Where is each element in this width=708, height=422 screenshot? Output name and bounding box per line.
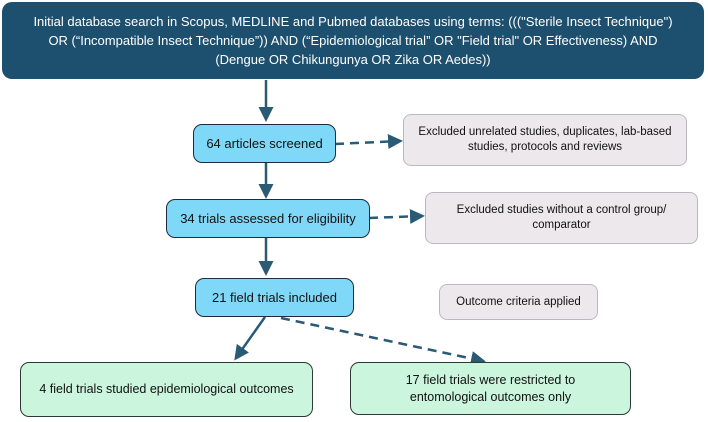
outcome-box-entomological: 17 field trials were restricted to entom… bbox=[350, 362, 631, 415]
arrow-screened-to-exclusion bbox=[334, 134, 403, 150]
arrow-included-to-epidemiological bbox=[234, 316, 267, 361]
search-strategy-box: Initial database search in Scopus, MEDLI… bbox=[2, 2, 704, 79]
eligibility-label: 34 trials assessed for eligibility bbox=[180, 211, 356, 226]
exclusion-box-eligibility: Excluded studies without a control group… bbox=[425, 192, 698, 244]
arrow-included-to-entomological bbox=[280, 316, 486, 366]
included-box: 21 field trials included bbox=[195, 278, 354, 317]
arrow-eligibility-to-exclusion bbox=[368, 208, 425, 224]
exclusion-text-screening: Excluded unrelated studies, duplicates, … bbox=[418, 126, 672, 153]
included-label: 21 field trials included bbox=[211, 290, 338, 305]
eligibility-box: 34 trials assessed for eligibility bbox=[166, 199, 370, 238]
screened-label: 64 articles screened bbox=[206, 136, 323, 151]
criteria-box: Outcome criteria applied bbox=[439, 284, 598, 320]
search-strategy-text: Initial database search in Scopus, MEDLI… bbox=[33, 14, 673, 67]
criteria-label: Outcome criteria applied bbox=[456, 295, 581, 308]
outcome-text-entomological: 17 field trials were restricted to entom… bbox=[405, 372, 576, 404]
outcome-box-epidemiological: 4 field trials studied epidemiological o… bbox=[20, 362, 313, 417]
outcome-text-epidemiological: 4 field trials studied epidemiological o… bbox=[39, 382, 294, 396]
screened-box: 64 articles screened bbox=[193, 124, 336, 163]
exclusion-text-eligibility: Excluded studies without a control group… bbox=[456, 204, 667, 231]
exclusion-box-screening: Excluded unrelated studies, duplicates, … bbox=[403, 114, 687, 166]
